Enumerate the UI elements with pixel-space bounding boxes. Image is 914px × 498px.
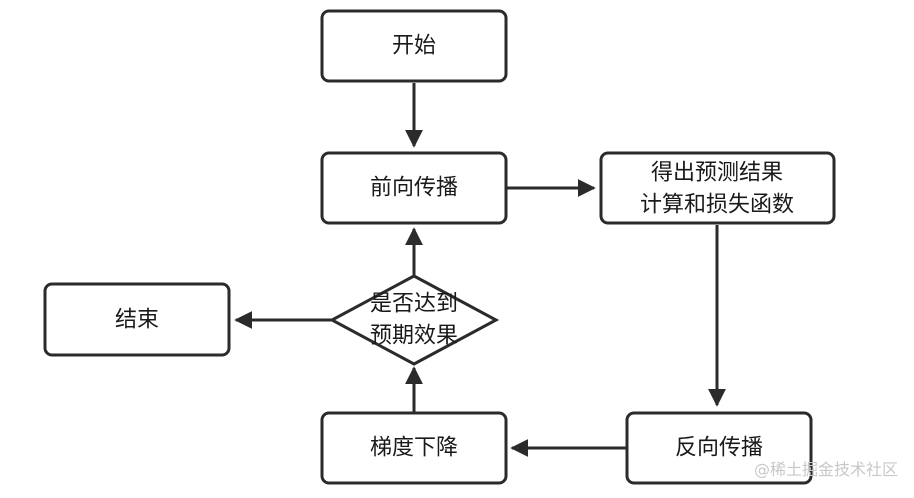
node-decision-label-line2: 预期效果 (370, 324, 458, 349)
node-start: 开始 (320, 9, 508, 83)
node-gradient-label: 梯度下降 (370, 436, 458, 461)
node-forward: 前向传播 (320, 151, 508, 225)
node-end-label: 结束 (115, 308, 159, 333)
node-end: 结束 (43, 282, 231, 357)
node-predict-label-line2: 计算和损失函数 (640, 193, 794, 218)
node-predict-label-line1: 得出预测结果 (651, 161, 783, 186)
node-start-label: 开始 (392, 34, 436, 59)
node-backward: 反向传播 (625, 411, 813, 485)
node-decision: 是否达到 预期效果 (328, 274, 500, 366)
node-backward-label: 反向传播 (675, 436, 763, 461)
watermark: @稀土掘金技术社区 (753, 460, 898, 479)
node-decision-label-line1: 是否达到 (370, 292, 458, 317)
node-forward-label: 前向传播 (370, 176, 458, 201)
node-gradient: 梯度下降 (320, 411, 508, 485)
node-predict: 得出预测结果 计算和损失函数 (599, 151, 836, 225)
